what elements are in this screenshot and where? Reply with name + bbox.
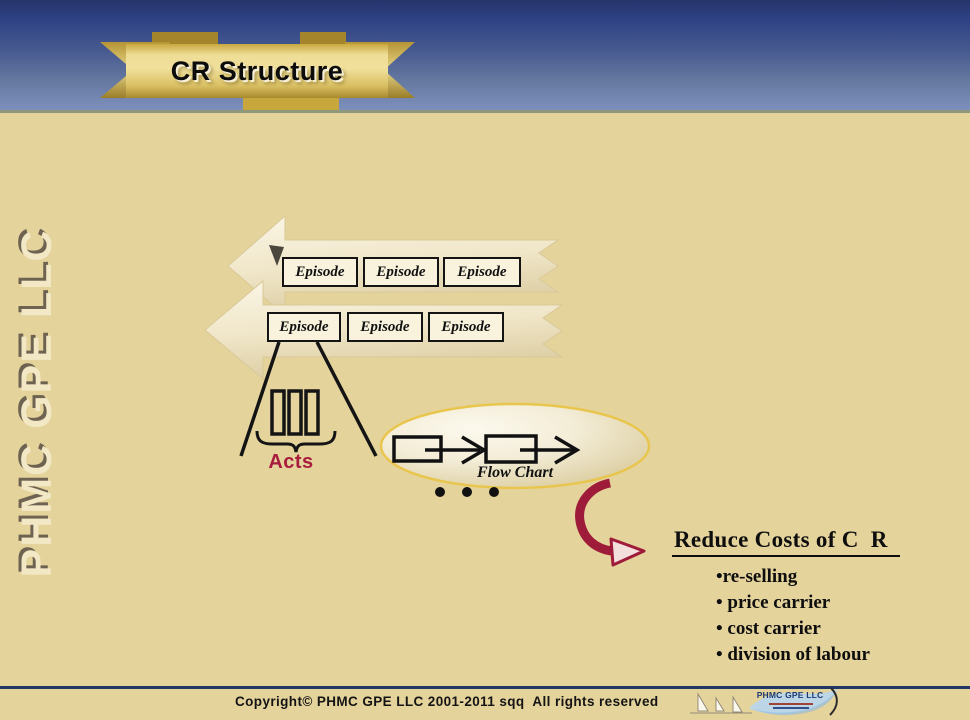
- act-bar-3: [304, 389, 320, 436]
- company-logo: PHMC GPE LLC: [748, 687, 840, 717]
- sailboats-sketch-icon: [690, 692, 752, 714]
- episode-box: Episode: [267, 312, 341, 342]
- acts-label: Acts: [268, 451, 314, 473]
- ribbon-shape-icon: [100, 32, 415, 110]
- flow-arrowhead-1-icon: [461, 435, 488, 465]
- bullet-item: • division of labour: [716, 644, 870, 665]
- bullet-list: •re-selling • price carrier • cost carri…: [716, 564, 870, 668]
- episode-box: Episode: [428, 312, 504, 342]
- acts-left-line: [239, 341, 281, 457]
- flow-chart-label: Flow Chart: [476, 464, 554, 481]
- dot-1: [435, 487, 445, 497]
- underbrace-icon: [255, 430, 337, 453]
- act-bar-1: [270, 389, 286, 436]
- logo-text: PHMC GPE LLC: [756, 690, 824, 700]
- act-bar-2: [287, 389, 303, 436]
- flow-arrowhead-2-icon: [554, 435, 581, 465]
- logo-tagline-bar: [773, 707, 809, 709]
- page-title: CR Structure: [170, 55, 344, 86]
- episode-box: Episode: [347, 312, 423, 342]
- bullet-item: •re-selling: [716, 566, 798, 587]
- episode-box: Episode: [363, 257, 439, 287]
- logo-swoosh-icon: [749, 687, 838, 716]
- flowchart-ellipse: [379, 402, 651, 490]
- acts-right-line: [315, 341, 378, 457]
- bullet-item: • cost carrier: [716, 618, 821, 639]
- logo-tagline-bar: [769, 703, 813, 705]
- episode-box: Episode: [282, 257, 358, 287]
- episode-box: Episode: [443, 257, 521, 287]
- title-ribbon: [95, 26, 425, 116]
- curved-arrow-icon: [575, 478, 613, 556]
- footer-divider: [0, 686, 970, 689]
- dot-2: [462, 487, 472, 497]
- reduce-costs-title: Reduce Costs of C R: [672, 527, 900, 557]
- fold-shadow-icon: [269, 245, 284, 266]
- curved-arrowhead-icon: [609, 537, 646, 567]
- dot-3: [489, 487, 499, 497]
- copyright-text: Copyright© PHMC GPE LLC 2001-2011 sqq Al…: [235, 694, 659, 709]
- bullet-item: • price carrier: [716, 592, 831, 613]
